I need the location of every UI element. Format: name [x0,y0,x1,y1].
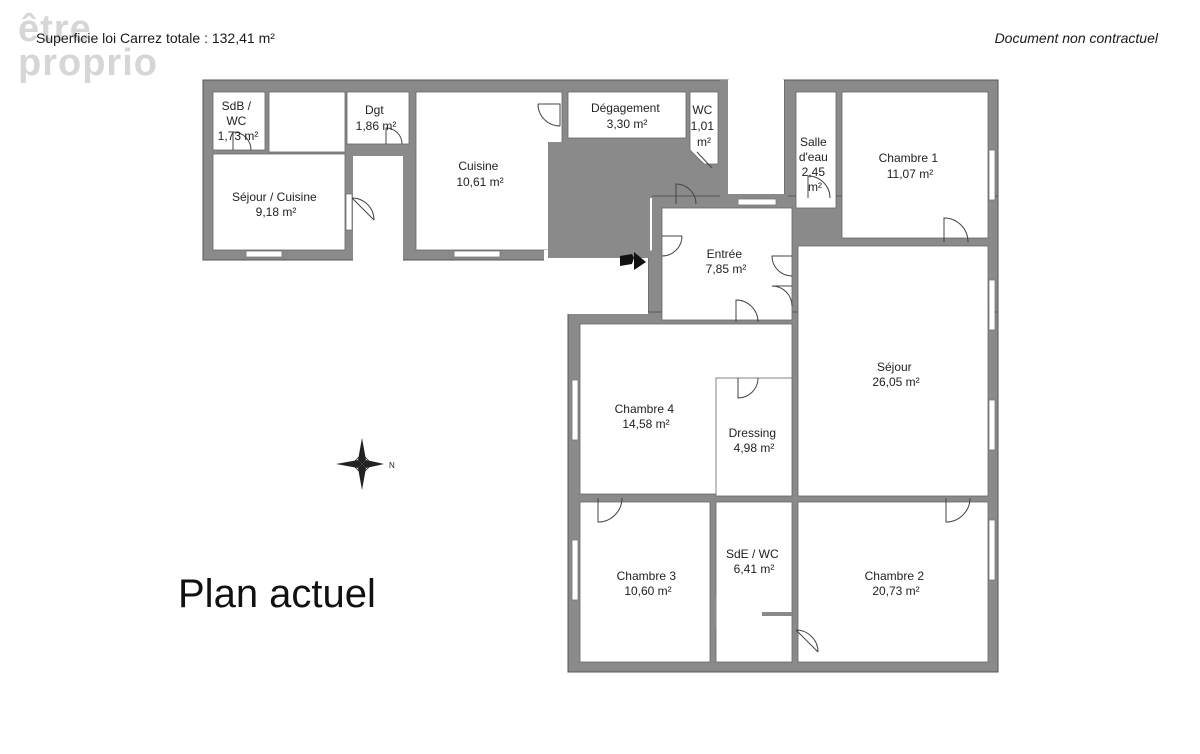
doors [232,103,971,653]
label-chambre2: Chambre 2 20,73 m² [865,569,928,598]
room-sejour-cuisine [212,153,346,251]
label-chambre4: Chambre 4 14,58 m² [615,402,678,431]
door-swing [945,497,971,523]
room-sdb-wc [212,91,266,151]
compass-north-label: N [389,461,395,470]
rooms [212,91,989,663]
door-swing [795,629,819,653]
label-sejour: Séjour 26,05 m² [872,360,919,389]
window [988,149,996,201]
door-swing [735,299,759,323]
logo-line-2: proprio [18,42,158,84]
door-swing [696,151,713,169]
room-wc [689,91,719,165]
room-degagement [567,91,687,139]
room-sejour-cuisine-top [268,91,346,153]
logo-line-1: être [18,8,92,50]
room-entree [661,207,793,321]
brand-logo: être proprio [18,8,158,84]
door-swing [661,235,683,257]
window [737,198,777,206]
room-chambre3 [579,501,711,663]
window [571,539,579,601]
room-labels: SdB / WC 1,73 m² Dgt 1,86 m² Cuisine 10,… [218,99,942,598]
room-sejour [797,245,989,497]
window [571,379,579,441]
door-swing [771,285,793,307]
label-sde-wc: SdE / WC 6,41 m² [726,547,782,576]
label-degagement: Dégagement 3,30 m² [591,101,663,131]
door-swing [232,131,252,151]
room-sde-wc [715,501,793,663]
room-dressing [715,377,793,497]
label-sdb-wc: SdB / WC 1,73 m² [218,99,259,143]
label-cuisine: Cuisine 10,61 m² [456,159,503,189]
room-chambre2 [797,501,989,663]
door-swing [737,377,759,399]
disclaimer-label: Document non contractuel [994,30,1158,46]
door-swing [807,175,831,199]
room-cuisine [415,91,563,251]
label-chambre1: Chambre 1 11,07 m² [879,151,942,181]
door-swing [597,497,623,523]
label-dressing: Dressing 4,98 m² [729,426,780,455]
total-surface-label: Superficie loi Carrez totale : 132,41 m² [36,30,275,46]
entrance-arrow-icon [620,252,646,270]
label-dgt: Dgt 1,86 m² [356,103,397,133]
plan-title: Plan actuel [178,572,376,616]
room-dgt [346,91,410,145]
label-sejour-cuisine: Séjour / Cuisine 9,18 m² [232,190,320,219]
door-swing [385,127,403,145]
windows [245,149,996,601]
compass-icon: N [336,438,395,490]
partitions [712,596,792,628]
window [453,250,501,258]
window [245,250,283,258]
label-chambre3: Chambre 3 10,60 m² [617,569,680,598]
door-swing [351,197,375,221]
door-swing [675,183,697,205]
room-salle-eau [795,91,837,209]
window [988,519,996,581]
room-chambre1 [841,91,989,239]
label-entree: Entrée 7,85 m² [706,247,747,276]
label-wc: WC 1,01 m² [691,103,718,149]
label-salle-eau: Salle d'eau 2,45 m² [799,135,831,194]
window [988,279,996,331]
window [988,399,996,451]
door-swing [771,255,793,277]
window [345,193,353,231]
door-swing [537,103,561,127]
door-swing [943,217,969,243]
